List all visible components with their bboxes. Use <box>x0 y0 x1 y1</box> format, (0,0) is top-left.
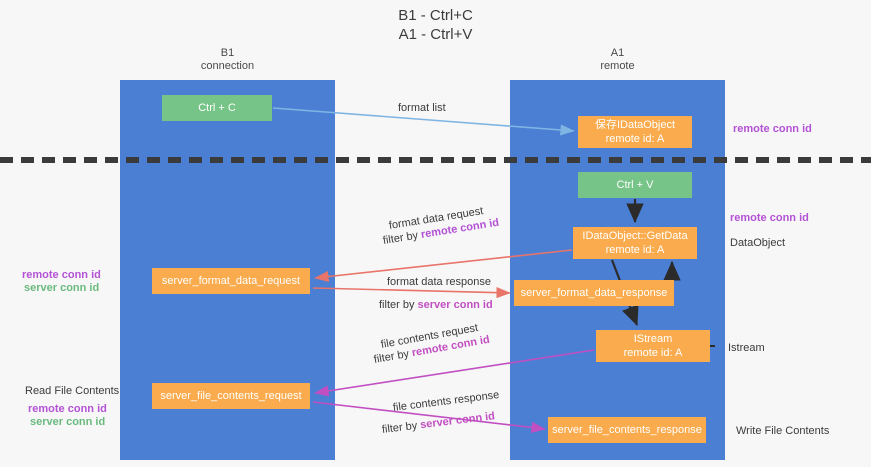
node-server-file-contents-response-label: server_file_contents_response <box>552 424 702 436</box>
filter-key-server-conn-id: server conn id <box>417 299 493 311</box>
edge-label-format-data-response-filter: filter by server conn id <box>379 299 493 311</box>
title-line-1: B1 - Ctrl+C <box>398 7 473 24</box>
node-save-idataobject-remote-id: remote id: A <box>605 133 665 145</box>
edge-label-format-list: format list <box>398 102 446 114</box>
lane-header-b1-sub: connection <box>200 60 255 72</box>
node-server-file-contents-request-label: server_file_contents_request <box>160 390 302 402</box>
node-istream-remote-id: remote id: A <box>623 347 683 359</box>
node-server-format-data-response-label: server_format_data_response <box>520 287 668 299</box>
lane-header-a1-sub: remote <box>600 60 635 72</box>
left-label-read-file-contents: Read File Contents <box>25 385 120 397</box>
node-ctrl-c-label: Ctrl + C <box>198 102 236 114</box>
lane-header-b1: B1 connection <box>120 47 335 73</box>
node-ctrl-v-label: Ctrl + V <box>616 179 654 191</box>
node-idataobject-getdata-remote-id: remote id: A <box>605 244 665 256</box>
title-line-2: A1 - Ctrl+V <box>398 26 473 43</box>
node-istream-label: IStream <box>633 333 673 345</box>
right-label-istream: Istream <box>728 342 765 354</box>
phase-divider <box>0 157 871 163</box>
node-server-format-data-response[interactable]: server_format_data_response <box>514 280 674 306</box>
node-save-idataobject-label: 保存IDataObject <box>594 119 676 131</box>
left-label-remote-conn-id-bottom: remote conn id <box>28 403 107 415</box>
node-server-format-data-request[interactable]: server_format_data_request <box>152 268 310 294</box>
node-server-file-contents-response[interactable]: server_file_contents_response <box>548 417 706 443</box>
diagram-title: B1 - Ctrl+C A1 - Ctrl+V <box>0 6 871 44</box>
right-label-write-file-contents: Write File Contents <box>736 425 830 437</box>
node-idataobject-getdata-label: IDataObject::GetData <box>582 230 688 242</box>
node-ctrl-c[interactable]: Ctrl + C <box>162 95 272 121</box>
lane-header-a1: A1 remote <box>510 47 725 73</box>
right-label-remote-conn-id-mid: remote conn id <box>730 212 809 224</box>
node-idataobject-getdata[interactable]: IDataObject::GetData remote id: A <box>573 227 697 259</box>
edge-label-format-data-response: format data response <box>387 276 491 288</box>
left-label-server-conn-id-bottom: server conn id <box>30 416 106 428</box>
node-server-file-contents-request[interactable]: server_file_contents_request <box>152 383 310 409</box>
node-ctrl-v[interactable]: Ctrl + V <box>578 172 692 198</box>
right-label-remote-conn-id-top: remote conn id <box>733 123 812 135</box>
left-label-remote-conn-id-mid: remote conn id <box>22 269 101 281</box>
node-server-format-data-request-label: server_format_data_request <box>161 275 301 287</box>
lane-header-a1-name: A1 <box>610 47 625 59</box>
right-label-dataobject: DataObject <box>730 237 786 249</box>
node-save-idataobject[interactable]: 保存IDataObject remote id: A <box>578 116 692 148</box>
left-label-server-conn-id-mid: server conn id <box>24 282 100 294</box>
node-istream[interactable]: IStream remote id: A <box>596 330 710 362</box>
lane-header-b1-name: B1 <box>220 47 235 59</box>
